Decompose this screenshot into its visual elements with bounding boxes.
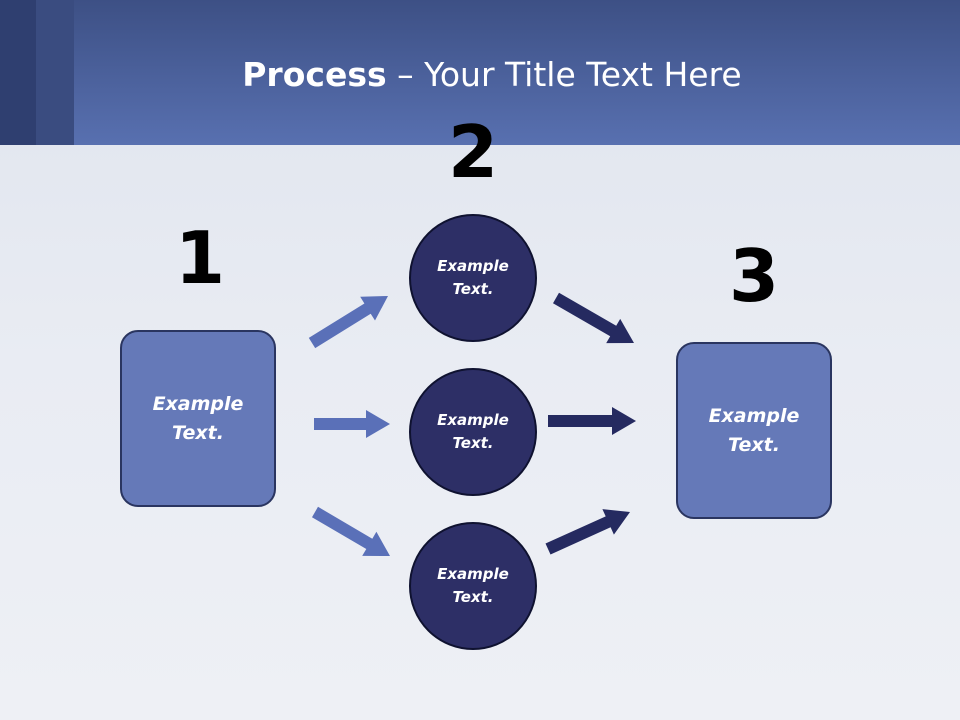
- circle-2-text-line-2: Text.: [452, 434, 494, 452]
- step-number-2: 2: [447, 110, 499, 194]
- step-2-circle-3[interactable]: Example Text.: [409, 522, 537, 650]
- slide-title: Process – Your Title Text Here: [0, 52, 960, 98]
- circle-1-text-line-2: Text.: [452, 280, 494, 298]
- title-bar: [0, 0, 960, 145]
- circle-3-text-line-2: Text.: [452, 588, 494, 606]
- circle-2-text-line-1: Example: [437, 411, 509, 429]
- step-1-box[interactable]: Example Text.: [120, 330, 276, 507]
- title-rest: – Your Title Text Here: [386, 55, 742, 94]
- step-1-text-line-1: Example: [152, 392, 244, 415]
- arrow-circle-3-to-3: [545, 509, 630, 555]
- step-2-circle-2[interactable]: Example Text.: [409, 368, 537, 496]
- step-3-text-line-2: Text.: [728, 433, 780, 456]
- step-3-box[interactable]: Example Text.: [676, 342, 832, 519]
- arrow-1-to-circle-3: [312, 506, 390, 556]
- arrow-circle-1-to-3: [553, 292, 634, 344]
- header-accent-block: [0, 0, 36, 145]
- title-bold: Process: [242, 55, 387, 94]
- arrow-circle-2-to-3: [548, 407, 636, 435]
- step-1-text-line-2: Text.: [172, 421, 224, 444]
- step-3-text-line-1: Example: [708, 404, 800, 427]
- arrow-1-to-circle-2: [314, 410, 390, 438]
- step-number-3: 3: [728, 234, 780, 318]
- circle-3-text-line-1: Example: [437, 565, 509, 583]
- header-accent-block-2: [36, 0, 74, 145]
- arrow-1-to-circle-1: [308, 296, 388, 349]
- step-2-circle-1[interactable]: Example Text.: [409, 214, 537, 342]
- circle-1-text-line-1: Example: [437, 257, 509, 275]
- step-number-1: 1: [174, 216, 226, 300]
